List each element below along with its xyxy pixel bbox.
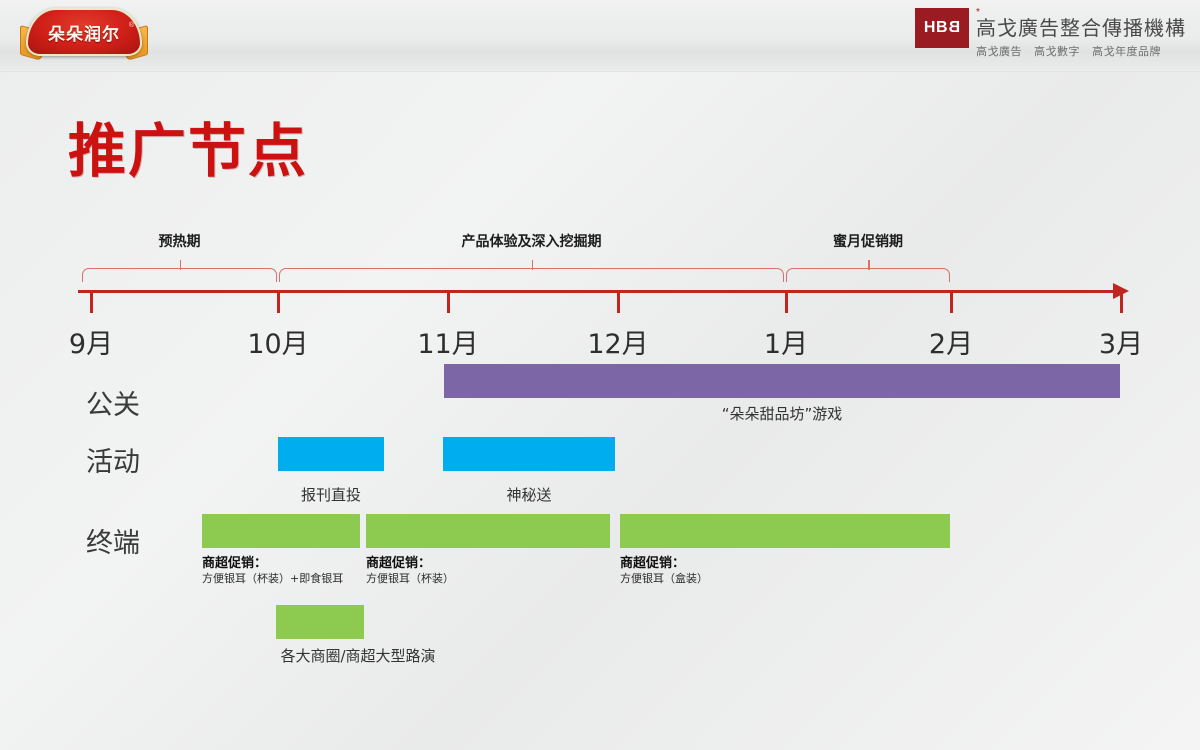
timeline-tick (617, 291, 620, 313)
timeline-month-label: 10月 (247, 329, 309, 360)
agency-subbrands: 高戈廣告高戈數字高戈年度品牌 (976, 43, 1186, 59)
phase-brace-nub (531, 260, 533, 270)
agency-star-icon: * (976, 7, 980, 18)
phase-brace-nub (868, 260, 870, 270)
timeline-month-label: 3月 (1098, 329, 1144, 360)
bar-caption: “朵朵甜品坊”游戏 (721, 405, 843, 423)
phase-brace (786, 260, 950, 282)
timeline-month-label: 12月 (587, 329, 649, 360)
timeline-month-label: 11月 (417, 329, 479, 360)
terminal-promo-bar-1[interactable] (202, 514, 360, 548)
timeline-tick (447, 291, 450, 313)
terminal-promo-bar-2[interactable] (366, 514, 610, 548)
agency-name: 高戈廣告整合傳播機構 (976, 16, 1186, 40)
activity-mystery-bar[interactable] (443, 437, 615, 471)
promo-title: 商超促销： (202, 556, 268, 571)
timeline-tick (950, 291, 953, 313)
page-title: 推广节点 (68, 117, 309, 185)
promo-title: 商超促销： (366, 556, 432, 571)
brand-registered-icon: ® (128, 22, 134, 29)
agency-text-block: * 高戈廣告整合傳播機構 高戈廣告高戈數字高戈年度品牌 (976, 8, 1186, 59)
gantt-row-label: 终端 (86, 528, 140, 559)
phase-label: 预热期 (158, 234, 201, 250)
timeline-tick (90, 291, 93, 313)
bar-caption: 各大商圈/商超大型路演 (280, 647, 436, 665)
promo-subtitle: 方便银耳（杯装） (366, 572, 454, 585)
promo-subtitle: 方便银耳（盒装） (620, 572, 708, 585)
agency-mark-text: HB (923, 19, 949, 36)
timeline-tick (1120, 291, 1123, 313)
agency-subbrand: 高戈廣告 (976, 45, 1022, 58)
gantt-row-label: 公关 (86, 390, 140, 421)
timeline-tick (277, 291, 280, 313)
phase-label: 蜜月促销期 (833, 234, 903, 250)
phase-brace (279, 260, 784, 282)
activity-newspaper-bar[interactable] (278, 437, 384, 471)
phase-brace (82, 260, 277, 282)
timeline-month-label: 9月 (68, 329, 114, 360)
phase-brace-nub (179, 260, 181, 270)
timeline-month-label: 1月 (763, 329, 809, 360)
brand-plaque-shape (26, 8, 142, 56)
phase-label: 产品体验及深入挖掘期 (461, 234, 602, 250)
bar-caption: 神秘送 (506, 486, 552, 504)
gantt-row-label: 活动 (86, 447, 140, 478)
agency-subbrand: 高戈數字 (1034, 45, 1080, 58)
terminal-promo-bar-3[interactable] (620, 514, 950, 548)
terminal-roadshow-bar[interactable] (276, 605, 364, 639)
brand-logo: 朵朵润尔 ® (18, 2, 150, 64)
promo-title: 商超促销： (620, 556, 686, 571)
timeline-tick (785, 291, 788, 313)
agency-mark-text-flipped: B (948, 19, 961, 36)
pr-game-bar[interactable] (444, 364, 1120, 398)
bar-caption: 报刊直投 (300, 486, 362, 504)
agency-subbrand: 高戈年度品牌 (1092, 45, 1161, 58)
timeline-month-label: 2月 (928, 329, 974, 360)
timeline-axis (78, 290, 1118, 293)
promo-subtitle: 方便银耳（杯装）+即食银耳 (202, 572, 344, 585)
